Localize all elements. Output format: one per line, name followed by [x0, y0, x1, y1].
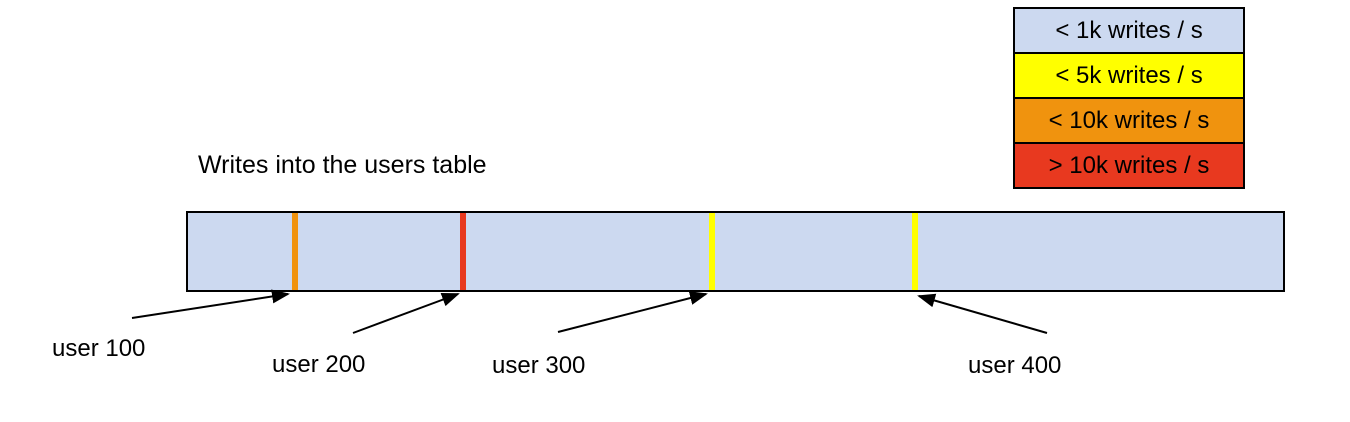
marker-user-400 — [911, 213, 918, 290]
diagram-title: Writes into the users table — [198, 151, 487, 179]
marker-user-300 — [709, 213, 716, 290]
write-rate-legend: < 1k writes / s < 5k writes / s < 10k wr… — [1013, 7, 1245, 189]
arrow-user-200-icon — [352, 293, 460, 334]
arrow-user-400-icon — [917, 293, 1048, 334]
legend-item-over-10k: > 10k writes / s — [1013, 142, 1245, 189]
legend-item-under-10k: < 10k writes / s — [1013, 97, 1245, 144]
label-user-400: user 400 — [968, 352, 1062, 379]
legend-item-under-5k: < 5k writes / s — [1013, 52, 1245, 99]
arrow-user-100-icon — [131, 289, 290, 319]
label-user-300: user 300 — [492, 352, 586, 379]
marker-user-100 — [292, 213, 299, 290]
label-user-100: user 100 — [52, 335, 146, 362]
legend-item-under-1k: < 1k writes / s — [1013, 7, 1245, 54]
label-user-200: user 200 — [272, 351, 366, 378]
marker-user-200 — [459, 213, 466, 290]
users-table-bar — [186, 211, 1285, 292]
arrow-user-300-icon — [557, 291, 708, 333]
